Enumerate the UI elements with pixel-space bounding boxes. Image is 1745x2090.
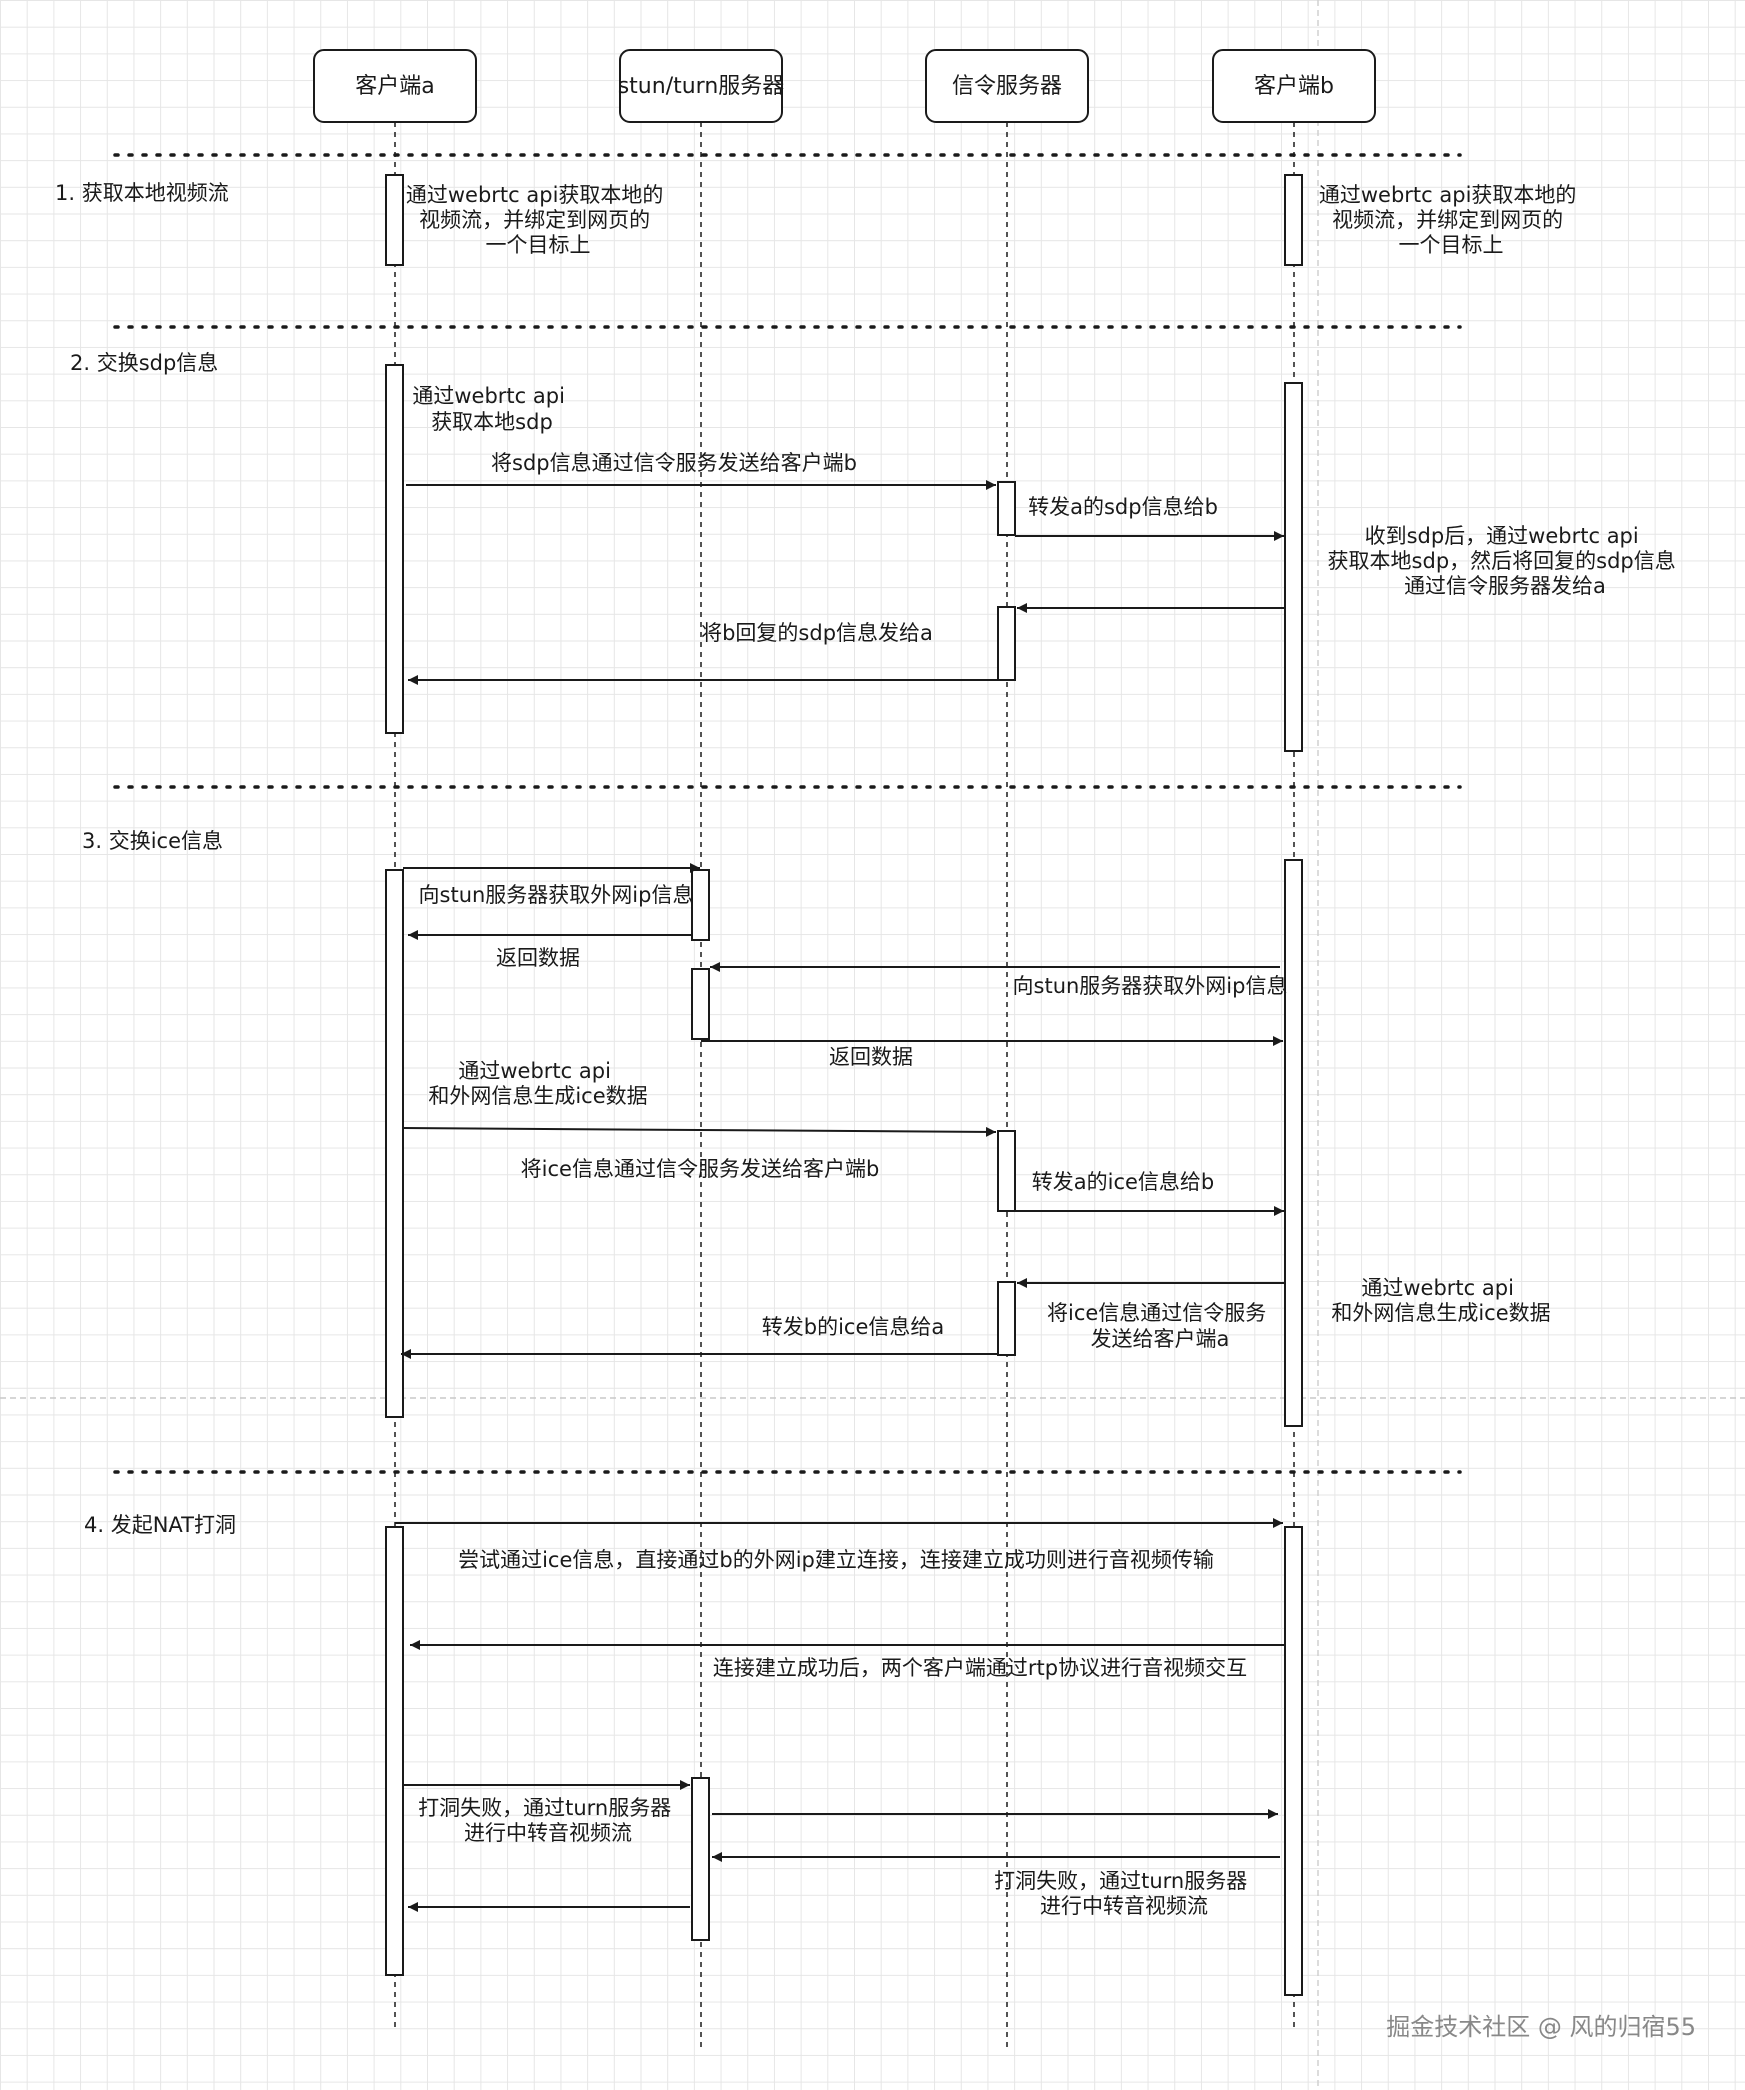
actor-label-client-a: 客户端a bbox=[355, 74, 434, 99]
activation-signal-2a bbox=[997, 481, 1016, 536]
label-s2-signal-to-a: 将b回复的sdp信息发给a bbox=[701, 621, 933, 645]
activation-signal-2b bbox=[997, 606, 1016, 681]
arrow-a-to-signal-ice bbox=[402, 1126, 997, 1137]
label-s3-signal-to-a: 转发b的ice信息给a bbox=[762, 1315, 945, 1339]
note-s4-turn-b: 打洞失败，通过turn服务器 进行中转音视频流 bbox=[994, 1869, 1254, 1918]
label-s4-direct: 尝试通过ice信息，直接通过b的外网ip建立连接，连接建立成功则进行音视频传输 bbox=[458, 1548, 1214, 1572]
section-title-2: 2. 交换sdp信息 bbox=[70, 351, 218, 375]
section-title-4: 4. 发起NAT打洞 bbox=[84, 1513, 236, 1537]
activation-b-3 bbox=[1284, 859, 1303, 1427]
actor-label-client-b: 客户端b bbox=[1254, 74, 1334, 99]
label-s3-a-to-stun: 向stun服务器获取外网ip信息 bbox=[419, 883, 694, 907]
activation-stun-3b bbox=[691, 968, 710, 1040]
actor-label-stun-turn: stun/turn服务器 bbox=[618, 74, 785, 99]
activation-a-1 bbox=[385, 174, 404, 266]
activation-a-3 bbox=[385, 869, 404, 1418]
actors: 客户端a stun/turn服务器 信令服务器 客户端b bbox=[313, 49, 1376, 123]
activation-signal-3b bbox=[997, 1281, 1016, 1356]
note-s4-turn-a: 打洞失败，通过turn服务器 进行中转音视频流 bbox=[418, 1796, 678, 1845]
watermark-text: 掘金技术社区 @ 风的归宿55 bbox=[1386, 2013, 1696, 2041]
activation-a-2 bbox=[385, 364, 404, 734]
actor-label-signal-server: 信令服务器 bbox=[952, 74, 1062, 99]
activation-bars bbox=[385, 174, 1303, 1996]
activation-stun-3a bbox=[691, 869, 710, 941]
section-title-3: 3. 交换ice信息 bbox=[82, 829, 223, 853]
label-s3-a-to-signal: 将ice信息通过信令服务发送给客户端b bbox=[521, 1157, 880, 1181]
section-separators bbox=[113, 153, 1462, 1474]
activation-b-2 bbox=[1284, 382, 1303, 752]
label-s3-b-to-stun: 向stun服务器获取外网ip信息 bbox=[1013, 974, 1288, 998]
note-s2-a-sdp: 通过webrtc api 获取本地sdp bbox=[412, 384, 571, 434]
note-s1-a: 通过webrtc api获取本地的 视频流，并绑定到网页的 一个目标上 bbox=[406, 183, 670, 257]
notes: 通过webrtc api获取本地的 视频流，并绑定到网页的 一个目标上 通过we… bbox=[406, 183, 1683, 1918]
message-labels: 将sdp信息通过信令服务发送给客户端b 转发a的sdp信息给b 将b回复的sdp… bbox=[419, 451, 1288, 1680]
activation-b-1 bbox=[1284, 174, 1303, 266]
label-s4-rtp: 连接建立成功后，两个客户端通过rtp协议进行音视频交互 bbox=[713, 1656, 1247, 1680]
section-title-1: 1. 获取本地视频流 bbox=[55, 181, 229, 205]
note-s3-b-ice: 通过webrtc api 和外网信息生成ice数据 bbox=[1331, 1276, 1550, 1325]
note-s3-a-ice: 通过webrtc api 和外网信息生成ice数据 bbox=[428, 1059, 647, 1108]
activation-a-4 bbox=[385, 1526, 404, 1976]
section-titles: 1. 获取本地视频流 2. 交换sdp信息 3. 交换ice信息 4. 发起NA… bbox=[55, 181, 236, 1537]
note-s1-b: 通过webrtc api获取本地的 视频流，并绑定到网页的 一个目标上 bbox=[1319, 183, 1583, 257]
label-s3-stun-to-b: 返回数据 bbox=[829, 1045, 913, 1069]
note-s3-b-to-signal: 将ice信息通过信令服务 发送给客户端a bbox=[1047, 1301, 1273, 1351]
label-s2-a-to-signal: 将sdp信息通过信令服务发送给客户端b bbox=[491, 451, 857, 475]
label-s2-signal-to-b: 转发a的sdp信息给b bbox=[1028, 495, 1218, 519]
message-arrows bbox=[395, 480, 1285, 1912]
label-s3-signal-to-b: 转发a的ice信息给b bbox=[1032, 1170, 1215, 1194]
activation-b-4 bbox=[1284, 1526, 1303, 1996]
label-s3-stun-to-a: 返回数据 bbox=[496, 946, 580, 970]
note-s2-b-reply: 收到sdp后，通过webrtc api 获取本地sdp，然后将回复的sdp信息 … bbox=[1328, 524, 1683, 598]
activation-turn-4 bbox=[691, 1777, 710, 1941]
activation-signal-3a bbox=[997, 1130, 1016, 1212]
